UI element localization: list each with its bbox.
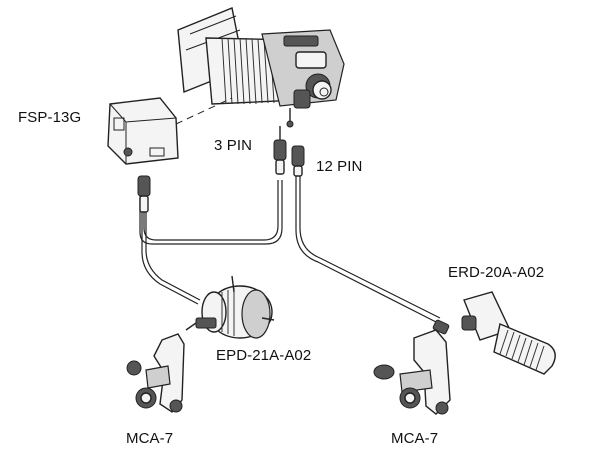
3pin-connector [273, 126, 287, 175]
mca-7-left-clamp [126, 333, 185, 413]
mca-7-right-label: MCA-7 [391, 430, 439, 447]
mca-7-left-label: MCA-7 [126, 430, 174, 447]
12pin-connector [291, 145, 305, 177]
fsp-13g-unit [107, 97, 179, 165]
epd-21a-a02-label: EPD-21A-A02 [216, 347, 312, 364]
erd-20a-a02-unit [432, 291, 556, 375]
lens-illustration [177, 7, 345, 128]
erd-20a-a02-label: ERD-20A-A02 [448, 264, 545, 281]
mca-7-right-clamp [373, 329, 451, 415]
3pin-label: 3 PIN [214, 137, 253, 154]
cables [139, 170, 441, 323]
fsp-connector [137, 175, 151, 213]
fsp-13g-label: FSP-13G [18, 109, 82, 126]
12pin-label: 12 PIN [316, 158, 363, 175]
epd-21a-a02-unit [185, 275, 275, 339]
